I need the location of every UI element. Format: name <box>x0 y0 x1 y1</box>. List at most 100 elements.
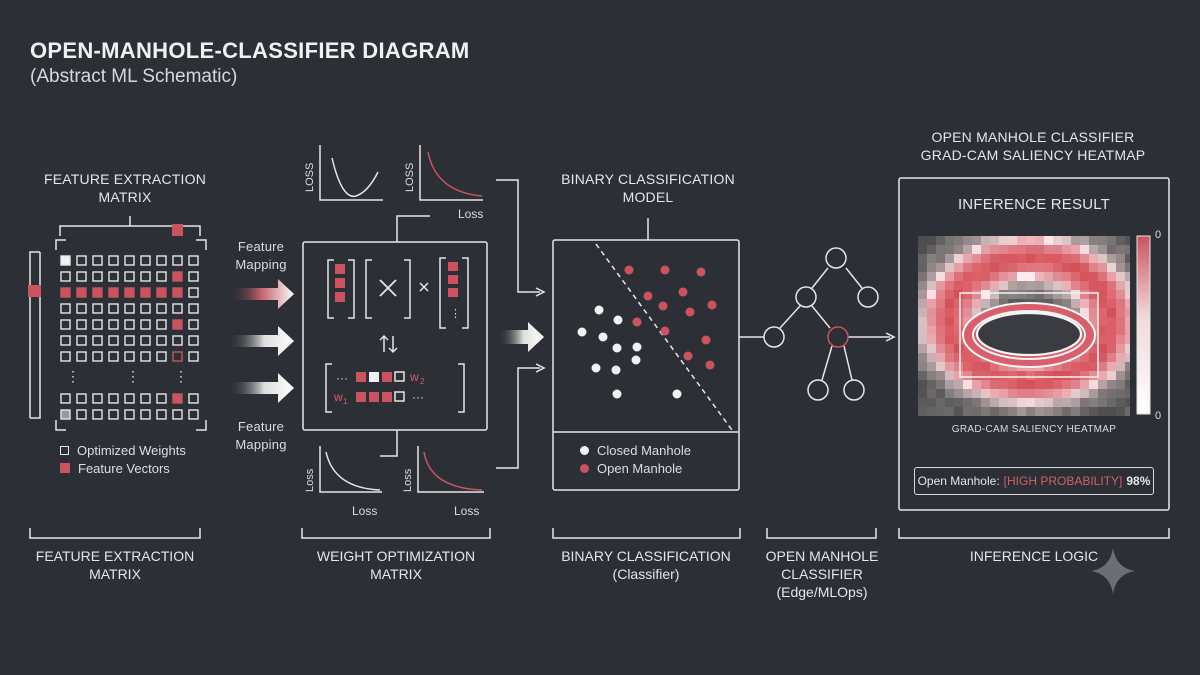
heatmap-cell <box>1116 362 1125 371</box>
heatmap-cell <box>963 398 972 407</box>
matrix-cell <box>140 335 151 346</box>
heatmap-cell <box>1098 290 1107 299</box>
heatmap-cell <box>927 371 936 380</box>
heatmap-cell <box>1098 335 1107 344</box>
heatmap-cell <box>936 326 945 335</box>
heatmap-cell <box>954 254 963 263</box>
heatmap-cell <box>918 299 927 308</box>
heatmap-cell <box>1098 299 1107 308</box>
heatmap-cell <box>1116 344 1125 353</box>
heatmap-cell <box>1035 281 1044 290</box>
svg-text:Loss: Loss <box>304 468 316 492</box>
heatmap-cell <box>945 317 954 326</box>
heatmap-cell <box>936 317 945 326</box>
heatmap-cell <box>1080 299 1089 308</box>
heatmap-cell <box>1116 353 1125 362</box>
heatmap-cell <box>1089 245 1098 254</box>
matrix-cell <box>60 255 71 266</box>
heatmap-cell <box>927 335 936 344</box>
heatmap-cell <box>1071 263 1080 272</box>
heatmap-cell <box>981 398 990 407</box>
matrix-cell <box>140 351 151 362</box>
heatmap-cell <box>963 281 972 290</box>
heatmap-cell <box>990 272 999 281</box>
heatmap-cell <box>1098 371 1107 380</box>
heatmap-cell <box>981 272 990 281</box>
heatmap-cell <box>945 362 954 371</box>
heatmap-cell <box>1062 398 1071 407</box>
heatmap-cell <box>1107 317 1116 326</box>
heatmap-cell <box>945 380 954 389</box>
heatmap-cell <box>1062 380 1071 389</box>
matrix-left-highlight <box>28 285 41 297</box>
heatmap-cell <box>1017 272 1026 281</box>
heatmap-cell <box>1116 236 1125 245</box>
heatmap-cell <box>936 308 945 317</box>
classifier-legend: Closed Manhole Open Manhole <box>580 441 691 477</box>
heatmap-cell <box>927 272 936 281</box>
heatmap-cell <box>1062 236 1071 245</box>
heatmap-cell <box>1008 281 1017 290</box>
svg-text:Loss: Loss <box>458 207 483 221</box>
matrix-cell <box>92 287 103 298</box>
heatmap-cell <box>999 281 1008 290</box>
heatmap-cell <box>918 335 927 344</box>
heatmap-cell <box>990 245 999 254</box>
heatmap-cell <box>954 281 963 290</box>
heatmap-cell <box>1116 317 1125 326</box>
open-manhole-point <box>705 360 715 370</box>
heatmap-cell <box>1089 362 1098 371</box>
heatmap-cell <box>1008 254 1017 263</box>
heatmap-cell <box>963 353 972 362</box>
heatmap-cell <box>936 398 945 407</box>
heatmap-cell <box>972 281 981 290</box>
heatmap-cell <box>1125 326 1130 335</box>
heatmap-cell <box>1098 236 1107 245</box>
matrix-cell <box>140 271 151 282</box>
heatmap-cell <box>936 407 945 416</box>
heatmap-cell <box>1071 272 1080 281</box>
heatmap-cell <box>1116 254 1125 263</box>
heatmap-cell <box>954 407 963 416</box>
heatmap-cell <box>981 236 990 245</box>
matrix-cell <box>172 287 183 298</box>
heatmap-cell <box>945 398 954 407</box>
heatmap-cell <box>945 263 954 272</box>
heatmap-cell <box>1080 371 1089 380</box>
heatmap-cell <box>1125 272 1130 281</box>
heatmap-cell <box>1125 308 1130 317</box>
heatmap-cell <box>936 299 945 308</box>
heatmap-cell <box>927 353 936 362</box>
matrix-cell <box>92 319 103 330</box>
matrix-cell <box>172 409 183 420</box>
heatmap-cell <box>927 254 936 263</box>
heatmap-cell <box>981 290 990 299</box>
matrix-cell <box>188 335 199 346</box>
heatmap-cell <box>954 308 963 317</box>
heatmap-cell <box>1008 398 1017 407</box>
heatmap-cell <box>954 362 963 371</box>
heatmap-cell <box>945 308 954 317</box>
matrix-cell <box>172 351 183 362</box>
heatmap-cell <box>1062 263 1071 272</box>
matrix-cell <box>188 351 199 362</box>
inference-result-box: Open Manhole: [HIGH PROBABILITY] 98% <box>914 467 1154 495</box>
heatmap-cell <box>927 281 936 290</box>
matrix-cell <box>60 335 71 346</box>
matrix-cell <box>156 303 167 314</box>
feature-legend: Optimized Weights Feature Vectors <box>60 441 186 477</box>
svg-text:⋮: ⋮ <box>126 368 140 384</box>
heatmap-cell <box>1080 245 1089 254</box>
heatmap-cell <box>1107 371 1116 380</box>
heatmap-cell <box>1062 281 1071 290</box>
heatmap-cell <box>972 272 981 281</box>
loss-chart-bottom-right: Loss Loss <box>402 446 484 518</box>
matrix-cell <box>172 303 183 314</box>
heatmap-cell <box>1080 380 1089 389</box>
matrix-cell <box>156 271 167 282</box>
heatmap-cell <box>936 371 945 380</box>
heatmap-cell <box>1080 290 1089 299</box>
heatmap-cell <box>1062 362 1071 371</box>
